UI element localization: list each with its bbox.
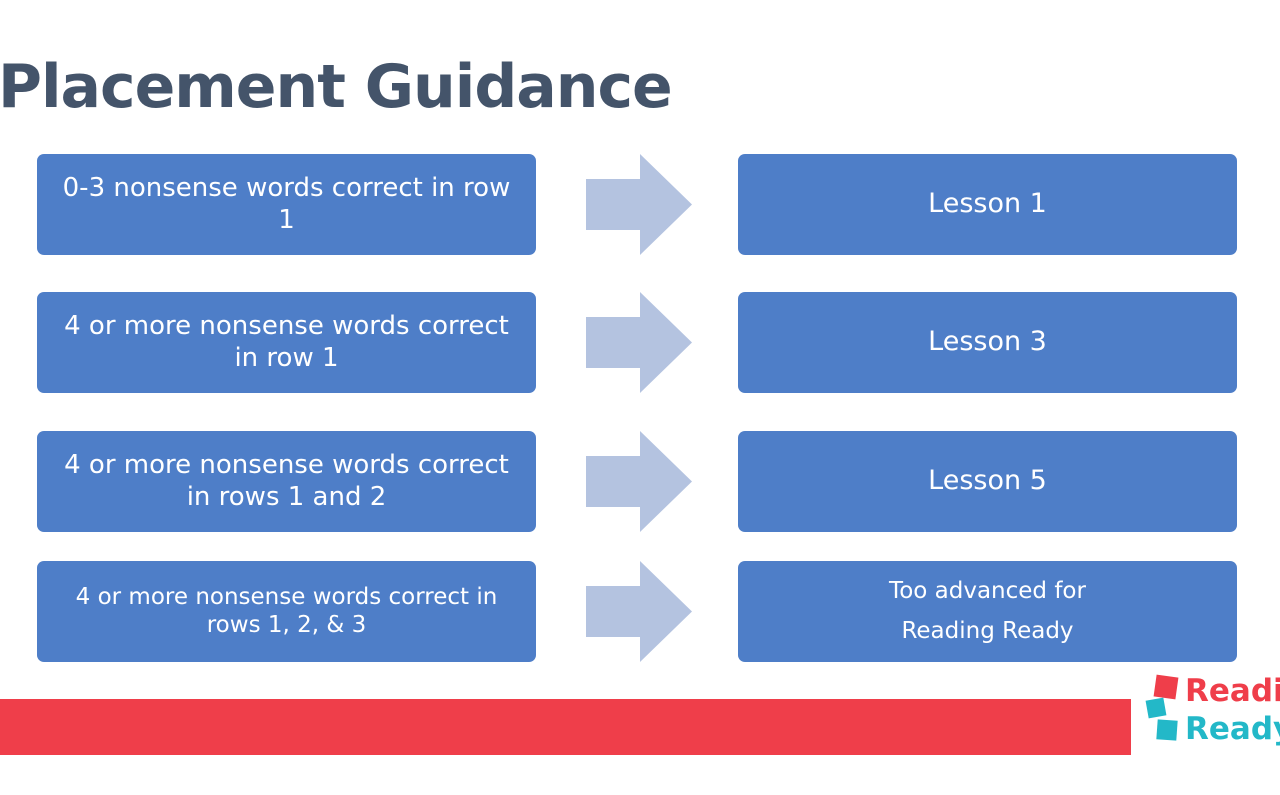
condition-box-2: 4 or more nonsense words correct in row …	[37, 292, 536, 393]
placement-text-3: Lesson 5	[928, 465, 1047, 497]
condition-text-1: 0-3 nonsense words correct in row 1	[62, 173, 511, 235]
arrow-right-icon	[586, 431, 692, 532]
placement-text-4-line1: Too advanced for	[889, 578, 1086, 605]
placement-text-1: Lesson 1	[928, 188, 1047, 220]
condition-text-2: 4 or more nonsense words correct in row …	[64, 311, 509, 373]
condition-text-3: 4 or more nonsense words correct in rows…	[64, 450, 509, 512]
placement-text-4-line2: Reading Ready	[901, 617, 1074, 644]
reading-ready-logo: Readi Ready	[1145, 672, 1280, 752]
logo-text-line2: Ready	[1185, 711, 1280, 747]
condition-box-1: 0-3 nonsense words correct in row 1	[37, 154, 536, 255]
logo-mark-icon	[1145, 672, 1185, 752]
arrow-right-icon	[586, 154, 692, 255]
arrow-right-icon	[586, 561, 692, 662]
footer-bar	[0, 699, 1131, 755]
condition-box-3: 4 or more nonsense words correct in rows…	[37, 431, 536, 532]
placement-box-1: Lesson 1	[738, 154, 1237, 255]
logo-text-line1: Readi	[1185, 673, 1280, 709]
placement-box-4: Too advanced for Reading Ready	[738, 561, 1237, 662]
placement-text-2: Lesson 3	[928, 326, 1047, 358]
page-title: Placement Guidance	[0, 52, 673, 122]
placement-box-3: Lesson 5	[738, 431, 1237, 532]
condition-box-4: 4 or more nonsense words correct in rows…	[37, 561, 536, 662]
arrow-right-icon	[586, 292, 692, 393]
logo-text: Readi Ready	[1185, 672, 1280, 748]
placement-box-2: Lesson 3	[738, 292, 1237, 393]
condition-text-4: 4 or more nonsense words correct in rows…	[75, 583, 498, 638]
